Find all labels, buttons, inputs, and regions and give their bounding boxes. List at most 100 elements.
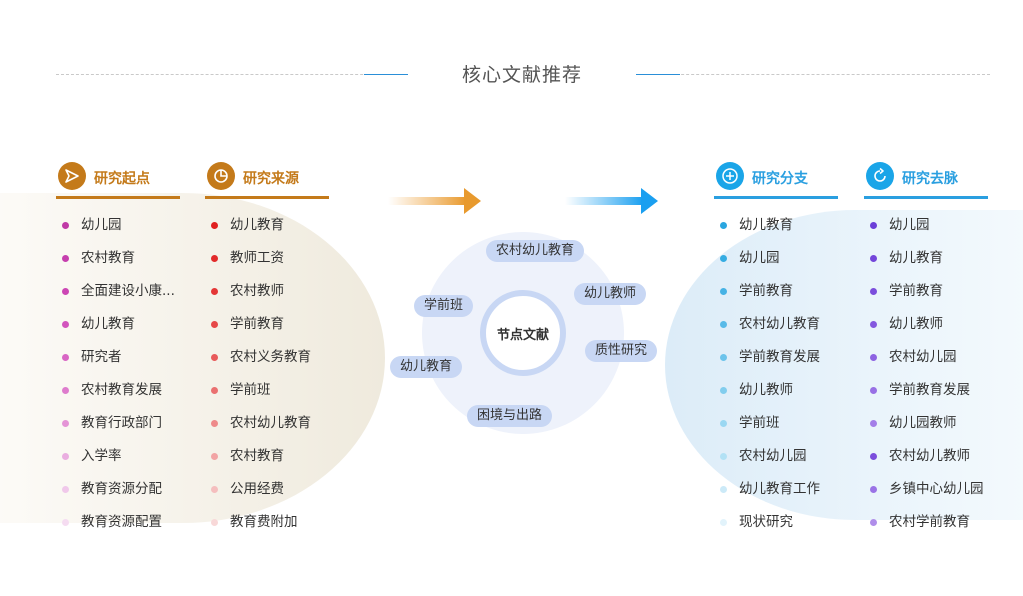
source-item-label: 学前教育	[230, 316, 284, 332]
trend-list-item[interactable]: 学前教育	[864, 276, 984, 309]
bullet-dot-icon	[211, 255, 218, 262]
trend-item-label: 学前教育	[889, 283, 943, 299]
column-header-source[interactable]: 研究来源	[205, 162, 329, 199]
origin-list-item[interactable]: 教育资源配置	[56, 507, 175, 540]
column-title-trend: 研究去脉	[902, 171, 958, 187]
keyword-node[interactable]: 幼儿教师	[574, 283, 647, 305]
column-header-branch[interactable]: 研究分支	[714, 162, 838, 199]
column-title-source: 研究来源	[243, 171, 299, 187]
trend-list-item[interactable]: 乡镇中心幼儿园	[864, 474, 984, 507]
bullet-dot-icon	[62, 453, 69, 460]
source-list-item[interactable]: 学前教育	[205, 309, 311, 342]
keyword-node[interactable]: 学前班	[414, 295, 474, 317]
source-list-item[interactable]: 农村教师	[205, 276, 311, 309]
source-item-label: 农村教师	[230, 283, 284, 299]
source-list-item[interactable]: 农村幼儿教育	[205, 408, 311, 441]
origin-list-item[interactable]: 农村教育	[56, 243, 175, 276]
bullet-dot-icon	[211, 321, 218, 328]
branch-list-item[interactable]: 幼儿教师	[714, 375, 820, 408]
origin-item-label: 全面建设小康...	[81, 283, 175, 299]
blue-arrow-icon	[565, 188, 658, 214]
source-item-label: 公用经费	[230, 481, 284, 497]
branch-list-item[interactable]: 幼儿教育工作	[714, 474, 820, 507]
source-list-item[interactable]: 农村义务教育	[205, 342, 311, 375]
column-title-origin: 研究起点	[94, 171, 150, 187]
source-item-label: 教师工资	[230, 250, 284, 266]
source-item-label: 农村义务教育	[230, 349, 311, 365]
source-list: 幼儿教育教师工资农村教师学前教育农村义务教育学前班农村幼儿教育农村教育公用经费教…	[205, 210, 311, 540]
bullet-dot-icon	[211, 288, 218, 295]
origin-list-item[interactable]: 幼儿园	[56, 210, 175, 243]
bullet-dot-icon	[870, 453, 877, 460]
branch-list-item[interactable]: 学前教育	[714, 276, 820, 309]
branch-list-item[interactable]: 农村幼儿园	[714, 441, 820, 474]
trend-list-item[interactable]: 幼儿教育	[864, 243, 984, 276]
keyword-node[interactable]: 困境与出路	[467, 405, 553, 427]
origin-item-label: 农村教育发展	[81, 382, 162, 398]
source-list-item[interactable]: 学前班	[205, 375, 311, 408]
trend-list-item[interactable]: 农村幼儿教师	[864, 441, 984, 474]
bullet-dot-icon	[720, 453, 727, 460]
branch-list-item[interactable]: 学前班	[714, 408, 820, 441]
origin-item-label: 教育行政部门	[81, 415, 162, 431]
origin-list-item[interactable]: 研究者	[56, 342, 175, 375]
bullet-dot-icon	[870, 222, 877, 229]
source-list-item[interactable]: 教师工资	[205, 243, 311, 276]
bullet-dot-icon	[720, 321, 727, 328]
bullet-dot-icon	[211, 486, 218, 493]
column-header-trend[interactable]: 研究去脉	[864, 162, 988, 199]
trend-list-item[interactable]: 学前教育发展	[864, 375, 984, 408]
origin-list-item[interactable]: 幼儿教育	[56, 309, 175, 342]
origin-list-item[interactable]: 入学率	[56, 441, 175, 474]
branch-list-item[interactable]: 现状研究	[714, 507, 820, 540]
center-node-label: 节点文献	[496, 327, 549, 343]
branch-item-label: 幼儿教育	[739, 217, 793, 233]
branch-list-item[interactable]: 农村幼儿教育	[714, 309, 820, 342]
source-list-item[interactable]: 教育费附加	[205, 507, 311, 540]
branch-list-item[interactable]: 幼儿园	[714, 243, 820, 276]
bullet-dot-icon	[62, 222, 69, 229]
bullet-dot-icon	[720, 222, 727, 229]
branch-item-label: 现状研究	[739, 514, 793, 530]
trend-list-item[interactable]: 幼儿园教师	[864, 408, 984, 441]
center-node[interactable]: 节点文献	[480, 290, 566, 376]
bullet-dot-icon	[870, 288, 877, 295]
origin-list-item[interactable]: 教育资源分配	[56, 474, 175, 507]
keyword-node[interactable]: 农村幼儿教育	[486, 240, 585, 262]
bullet-dot-icon	[211, 420, 218, 427]
bullet-dot-icon	[211, 354, 218, 361]
branch-item-label: 学前教育发展	[739, 349, 820, 365]
origin-item-label: 教育资源分配	[81, 481, 162, 497]
branch-list-item[interactable]: 幼儿教育	[714, 210, 820, 243]
trend-item-label: 学前教育发展	[889, 382, 970, 398]
bullet-dot-icon	[720, 387, 727, 394]
source-list-item[interactable]: 幼儿教育	[205, 210, 311, 243]
bullet-dot-icon	[720, 255, 727, 262]
origin-list-item[interactable]: 农村教育发展	[56, 375, 175, 408]
source-item-label: 教育费附加	[230, 514, 298, 530]
trend-list-item[interactable]: 幼儿园	[864, 210, 984, 243]
branch-list-item[interactable]: 学前教育发展	[714, 342, 820, 375]
source-item-label: 学前班	[230, 382, 271, 398]
origin-item-label: 幼儿园	[81, 217, 122, 233]
origin-item-label: 幼儿教育	[81, 316, 135, 332]
trend-item-label: 农村幼儿园	[889, 349, 957, 365]
keyword-node[interactable]: 幼儿教育	[390, 356, 463, 378]
bullet-dot-icon	[870, 486, 877, 493]
bullet-dot-icon	[870, 255, 877, 262]
source-list-item[interactable]: 公用经费	[205, 474, 311, 507]
trend-list-item[interactable]: 幼儿教师	[864, 309, 984, 342]
source-item-label: 幼儿教育	[230, 217, 284, 233]
trend-item-label: 幼儿园	[889, 217, 930, 233]
trend-list-item[interactable]: 农村幼儿园	[864, 342, 984, 375]
column-header-origin[interactable]: 研究起点	[56, 162, 180, 199]
bullet-dot-icon	[870, 519, 877, 526]
plus-circle-icon	[716, 162, 744, 190]
source-list-item[interactable]: 农村教育	[205, 441, 311, 474]
origin-list-item[interactable]: 全面建设小康...	[56, 276, 175, 309]
trend-list-item[interactable]: 农村学前教育	[864, 507, 984, 540]
bullet-dot-icon	[720, 288, 727, 295]
origin-list-item[interactable]: 教育行政部门	[56, 408, 175, 441]
bullet-dot-icon	[211, 519, 218, 526]
keyword-node[interactable]: 质性研究	[585, 340, 658, 362]
